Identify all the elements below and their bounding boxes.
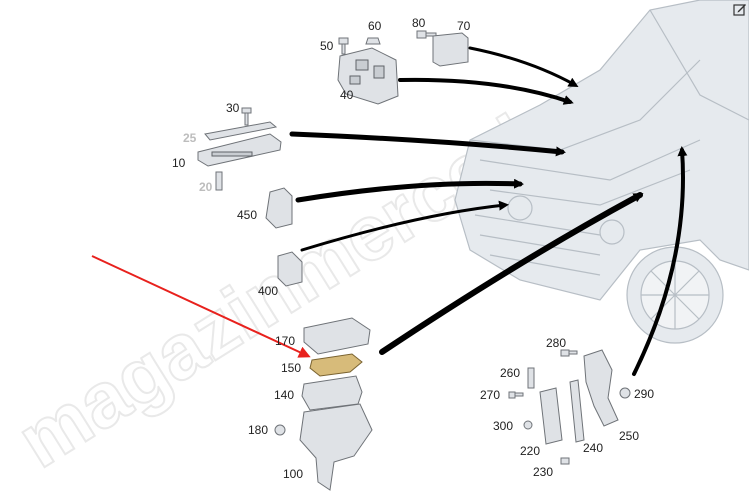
part-25-rail[interactable]: [204, 121, 278, 141]
part-170-cover[interactable]: [303, 317, 371, 355]
part-50-bolt[interactable]: [338, 37, 349, 55]
label-270[interactable]: 270: [480, 388, 500, 402]
part-280-bolt[interactable]: [560, 349, 578, 357]
label-250[interactable]: 250: [619, 429, 639, 443]
label-140[interactable]: 140: [274, 388, 294, 402]
part-180-nut[interactable]: [274, 424, 286, 436]
part-60-nut[interactable]: [365, 37, 381, 45]
part-70-module[interactable]: [432, 32, 469, 67]
label-220[interactable]: 220: [520, 444, 540, 458]
label-280[interactable]: 280: [546, 336, 566, 350]
part-220-module[interactable]: [539, 387, 563, 445]
label-80[interactable]: 80: [412, 16, 426, 30]
label-240[interactable]: 240: [583, 441, 603, 455]
label-50[interactable]: 50: [320, 39, 334, 53]
part-290-nut[interactable]: [619, 387, 631, 399]
part-450-relay[interactable]: [265, 187, 293, 229]
label-300[interactable]: 300: [493, 419, 513, 433]
part-230-screw[interactable]: [560, 457, 570, 465]
label-30[interactable]: 30: [226, 101, 240, 115]
part-240-strip[interactable]: [569, 379, 585, 443]
label-450[interactable]: 450: [237, 208, 257, 222]
label-10[interactable]: 10: [172, 156, 186, 170]
label-60[interactable]: 60: [368, 19, 382, 33]
label-20[interactable]: 20: [199, 180, 213, 194]
label-180[interactable]: 180: [248, 423, 268, 437]
part-300-clip[interactable]: [523, 420, 533, 430]
label-150[interactable]: 150: [281, 361, 301, 375]
part-10-module[interactable]: [197, 133, 282, 167]
callout-arrows: [289, 46, 688, 376]
pointer-arrow: [91, 255, 311, 358]
label-70[interactable]: 70: [457, 19, 471, 33]
part-100-bracket[interactable]: [299, 403, 373, 491]
label-40[interactable]: 40: [340, 88, 354, 102]
part-labels: 50 60 80 70 40 30 25 10 20 450 400 170 1…: [172, 16, 654, 481]
label-100[interactable]: 100: [283, 467, 303, 481]
part-40-fusebox[interactable]: [337, 47, 399, 105]
part-20-clip[interactable]: [215, 171, 223, 191]
part-250-bracket[interactable]: [583, 349, 619, 427]
edit-icon-glyph: [733, 4, 746, 16]
part-400-connector[interactable]: [277, 251, 303, 287]
label-230[interactable]: 230: [533, 465, 553, 479]
label-25[interactable]: 25: [183, 131, 197, 145]
part-260-clip[interactable]: [527, 367, 535, 389]
vehicle-illustration: [454, 0, 749, 344]
label-170[interactable]: 170: [275, 334, 295, 348]
part-30-bolt[interactable]: [241, 107, 252, 126]
part-150-plate[interactable]: [309, 353, 363, 377]
edit-icon[interactable]: [731, 0, 749, 18]
label-400[interactable]: 400: [258, 284, 278, 298]
label-290[interactable]: 290: [634, 387, 654, 401]
label-260[interactable]: 260: [500, 366, 520, 380]
part-270-screw[interactable]: [508, 391, 524, 399]
